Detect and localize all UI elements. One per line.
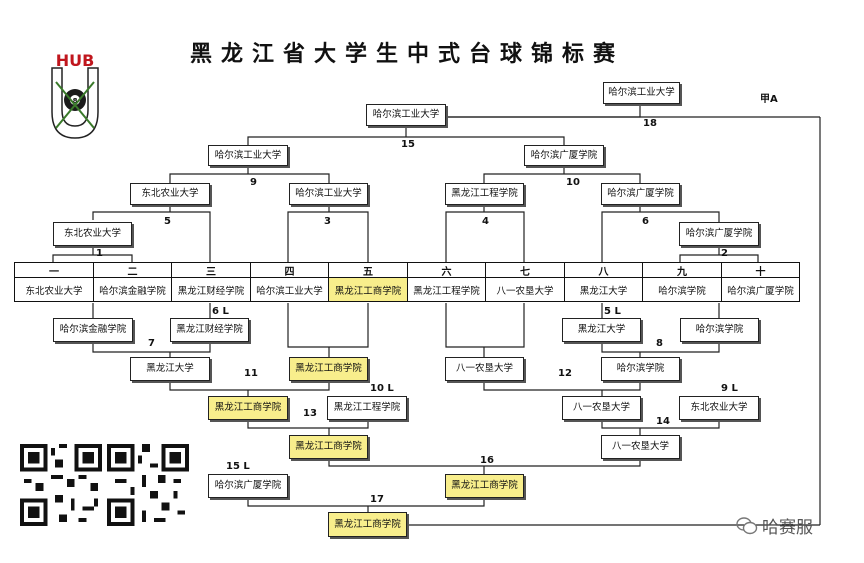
match-number: 8 bbox=[656, 338, 663, 349]
match-number: 6 L bbox=[212, 306, 229, 317]
column-number: 九 bbox=[642, 262, 722, 278]
column-team: 哈尔滨广厦学院 bbox=[721, 277, 800, 302]
match-number: 10 bbox=[566, 177, 580, 188]
losers-9-box: 东北农业大学 bbox=[679, 396, 759, 420]
column-team: 哈尔滨工业大学 bbox=[250, 277, 329, 302]
losers-7b-box: 八一农垦大学 bbox=[445, 357, 524, 381]
hub-logo-icon: 8 HUB bbox=[51, 51, 99, 139]
column-number: 十 bbox=[721, 262, 800, 278]
match-number: 11 bbox=[244, 368, 258, 379]
column-number: 四 bbox=[250, 262, 329, 278]
losers-2-box: 黑龙江大学 bbox=[562, 318, 641, 342]
losers-4-box: 哈尔滨学院 bbox=[680, 318, 759, 342]
column-team: 哈尔滨学院 bbox=[642, 277, 722, 302]
match-number: 12 bbox=[558, 368, 572, 379]
match-number: 7 bbox=[148, 338, 155, 349]
match-number: 10 L bbox=[370, 383, 394, 394]
qr-code-icon bbox=[20, 444, 102, 526]
losers-3-box: 黑龙江财经学院 bbox=[170, 318, 249, 342]
losers-13-box: 黑龙江工商学院 bbox=[289, 435, 368, 459]
losers-10-box: 黑龙江工程学院 bbox=[327, 396, 407, 420]
match-number: 16 bbox=[480, 455, 494, 466]
watermark-text: 哈赛服 bbox=[762, 518, 813, 538]
column-team: 黑龙江工程学院 bbox=[407, 277, 486, 302]
column-team: 黑龙江财经学院 bbox=[171, 277, 251, 302]
column-team: 哈尔滨金融学院 bbox=[93, 277, 172, 302]
column-number: 八 bbox=[564, 262, 643, 278]
losers-7-box: 黑龙江大学 bbox=[130, 357, 210, 381]
svg-text:8: 8 bbox=[73, 97, 78, 105]
qr-code-icon bbox=[107, 444, 189, 526]
match-number: 3 bbox=[324, 216, 331, 227]
losers-15-box: 哈尔滨广厦学院 bbox=[208, 474, 288, 498]
column-team: 黑龙江大学 bbox=[564, 277, 643, 302]
match-number: 13 bbox=[303, 408, 317, 419]
watermark: 哈赛服 bbox=[736, 513, 813, 538]
match-number: 4 bbox=[482, 216, 489, 227]
losers-14-box: 八一农垦大学 bbox=[601, 435, 680, 459]
match-9-right-box: 哈尔滨工业大学 bbox=[289, 183, 368, 205]
column-number: 六 bbox=[407, 262, 486, 278]
column-number: 一 bbox=[14, 262, 94, 278]
match-10-left-box: 黑龙江工程学院 bbox=[445, 183, 524, 205]
losers-1-box: 哈尔滨金融学院 bbox=[53, 318, 133, 342]
match-15-left-box: 哈尔滨工业大学 bbox=[208, 145, 288, 166]
match-number: 5 bbox=[164, 216, 171, 227]
column-team: 黑龙江工商学院 bbox=[328, 277, 408, 302]
match-number: 9 bbox=[250, 177, 257, 188]
final-winner-box: 哈尔滨工业大学 bbox=[603, 82, 680, 104]
match-number: 15 bbox=[401, 139, 415, 150]
column-number: 二 bbox=[93, 262, 172, 278]
wechat-icon bbox=[736, 516, 758, 534]
match-number: 1 bbox=[96, 248, 103, 259]
losers-16-box: 黑龙江工商学院 bbox=[445, 474, 524, 498]
match-5-box: 东北农业大学 bbox=[53, 222, 132, 246]
losers-8-box: 哈尔滨学院 bbox=[601, 357, 680, 381]
losers-11-box: 黑龙江工商学院 bbox=[208, 396, 288, 420]
match-number: 2 bbox=[721, 248, 728, 259]
match-number: 14 bbox=[656, 416, 670, 427]
match-number: 9 L bbox=[721, 383, 738, 394]
match-15-right-box: 哈尔滨广厦学院 bbox=[524, 145, 604, 166]
match-9-left-box: 东北农业大学 bbox=[130, 183, 210, 205]
match-10-right-box: 哈尔滨广厦学院 bbox=[601, 183, 680, 205]
match-number: 17 bbox=[370, 494, 384, 505]
page-title: 黑龙江省大学生中式台球锦标赛 bbox=[190, 41, 625, 67]
losers-6-box: 黑龙江工商学院 bbox=[289, 357, 368, 381]
match-18-box: 哈尔滨工业大学 bbox=[366, 104, 446, 126]
match-6-box: 哈尔滨广厦学院 bbox=[679, 222, 759, 246]
champion-label: 甲A bbox=[760, 94, 778, 105]
column-team: 八一农垦大学 bbox=[485, 277, 565, 302]
losers-17-box: 黑龙江工商学院 bbox=[328, 512, 407, 537]
match-number: 6 bbox=[642, 216, 649, 227]
match-number: 5 L bbox=[604, 306, 621, 317]
column-team: 东北农业大学 bbox=[14, 277, 94, 302]
column-number: 七 bbox=[485, 262, 565, 278]
match-number: 18 bbox=[643, 118, 657, 129]
column-number: 三 bbox=[171, 262, 251, 278]
match-number: 15 L bbox=[226, 461, 250, 472]
column-number: 五 bbox=[328, 262, 408, 278]
losers-12-box: 八一农垦大学 bbox=[562, 396, 641, 420]
svg-text:HUB: HUB bbox=[56, 51, 95, 70]
